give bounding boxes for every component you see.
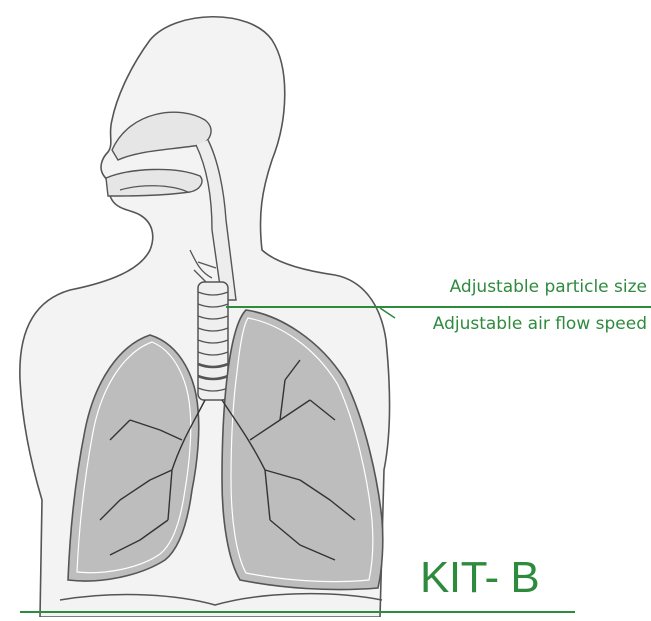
kit-title: KIT- B [420,553,539,603]
air-flow-speed-label: Adjustable air flow speed [433,314,647,334]
particle-size-label: Adjustable particle size [450,277,647,297]
annotation-line-airflow [380,308,395,318]
